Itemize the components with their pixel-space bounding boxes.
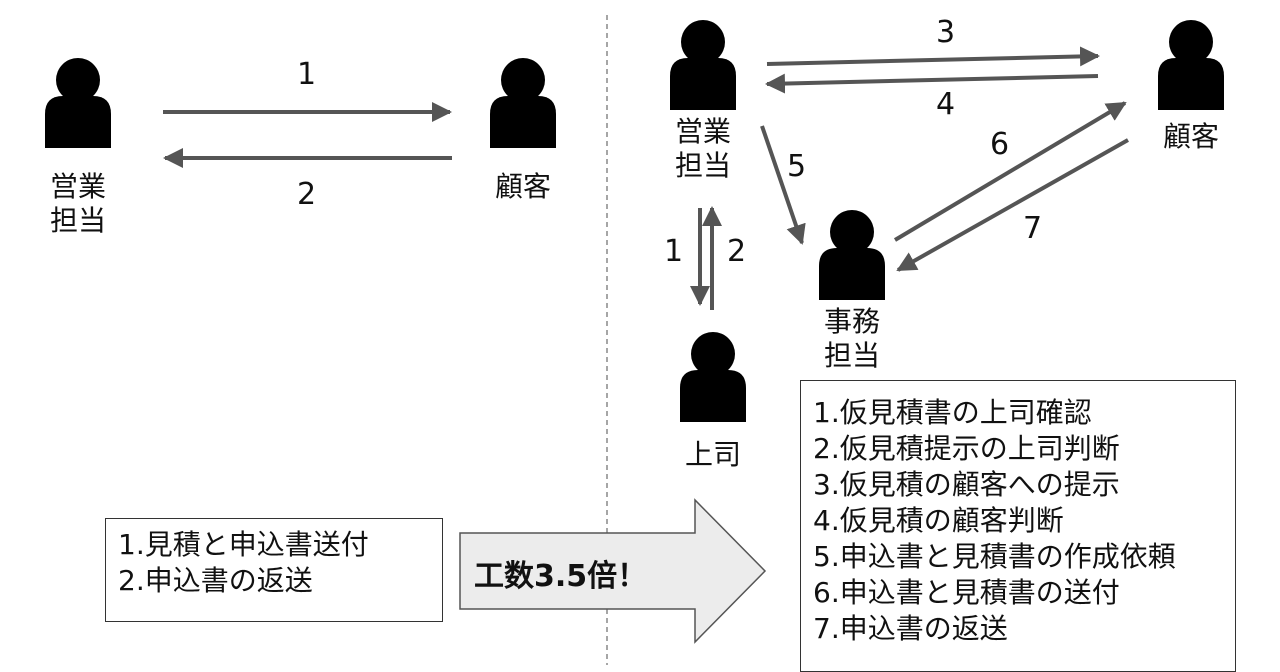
right-step-3: 3.仮見積の顧客への提示 [813, 468, 1120, 501]
office-staff-line-2: 担当 [823, 339, 880, 372]
office-staff-label: 事務 担当 [812, 305, 892, 373]
left-arrow-label-2: 2 [297, 177, 317, 212]
right-arrow-5 [760, 125, 806, 245]
sales-rep-left-line-1: 営業 [49, 170, 106, 203]
block-arrow-label: 工数3.5倍！ [474, 559, 648, 594]
right-arrow-4 [765, 73, 1099, 94]
right-step-1: 1.仮見積書の上司確認 [813, 396, 1092, 429]
right-step-7: 7.申込書の返送 [813, 612, 1008, 645]
boss-label: 上司 [684, 438, 741, 471]
office-staff-icon [819, 210, 885, 300]
right-arrow-label-3: 3 [936, 15, 956, 50]
sales-rep-right-label: 営業 担当 [663, 115, 743, 183]
right-arrow-label-6: 6 [990, 127, 1010, 162]
sales-rep-left-label: 営業 担当 [38, 170, 118, 238]
customer-left-label: 顧客 [494, 170, 551, 203]
customer-right-label: 顧客 [1162, 120, 1219, 153]
customer-right-icon [1158, 20, 1224, 110]
left-steps-box: 1.見積と申込書送付 2.申込書の返送 [105, 518, 443, 622]
right-arrow-label-7: 7 [1023, 211, 1043, 246]
right-steps-box: 1.仮見積書の上司確認 2.仮見積提示の上司判断 3.仮見積の顧客への提示 4.… [800, 380, 1236, 672]
left-step-1: 1.見積と申込書送付 [118, 528, 369, 561]
right-arrow-label-1: 1 [664, 234, 684, 269]
sales-rep-left-icon [45, 58, 111, 148]
right-arrow-3 [766, 46, 1100, 67]
left-step-2: 2.申込書の返送 [118, 564, 313, 597]
sales-rep-left-line-2: 担当 [49, 204, 106, 237]
boss-icon [680, 332, 746, 422]
right-arrow-label-5: 5 [787, 149, 807, 184]
block-arrow [459, 498, 767, 644]
sales-rep-right-line-2: 担当 [674, 149, 731, 182]
right-arrow-6 [893, 101, 1127, 242]
office-staff-line-1: 事務 [823, 305, 880, 338]
right-arrow-label-2: 2 [727, 234, 747, 269]
sales-rep-right-line-1: 営業 [674, 115, 731, 148]
customer-left-icon [490, 58, 556, 148]
right-step-4: 4.仮見積の顧客判断 [813, 504, 1064, 537]
left-arrow-label-1: 1 [297, 57, 317, 92]
right-arrow-7 [896, 138, 1129, 272]
right-step-2: 2.仮見積提示の上司判断 [813, 432, 1120, 465]
right-arrow-label-4: 4 [936, 87, 956, 122]
right-step-6: 6.申込書と見積書の送付 [813, 576, 1120, 609]
sales-rep-right-icon [670, 20, 736, 110]
right-step-5: 5.申込書と見積書の作成依頼 [813, 540, 1176, 573]
